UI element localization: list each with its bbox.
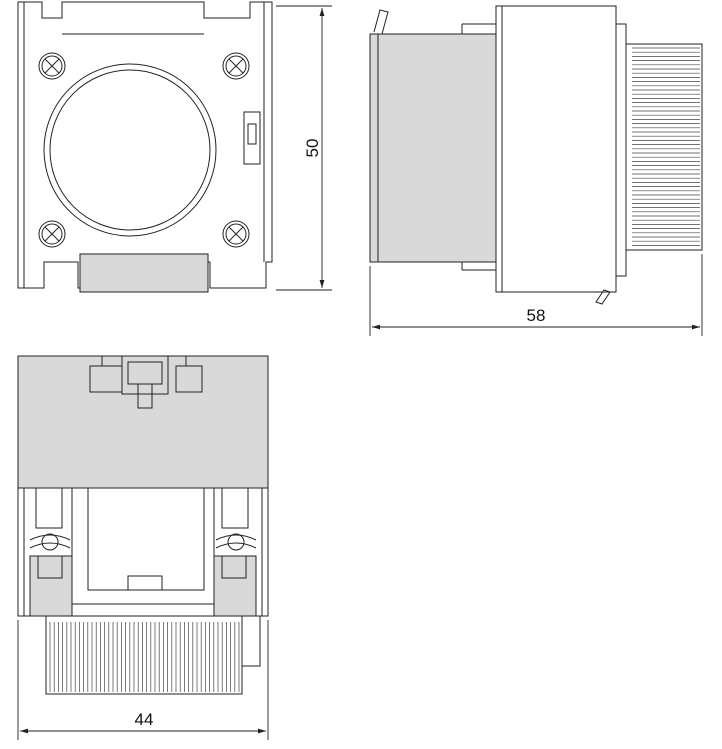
front-actuator-inner-ring: [49, 69, 211, 231]
front-side-clip: [243, 111, 261, 165]
screw-icon: [38, 220, 66, 248]
side-ribbed-actuator: [625, 43, 703, 251]
top-view: 44: [17, 355, 269, 740]
side-grey-body: [369, 33, 497, 263]
side-top-tab: [373, 9, 389, 35]
front-actuator-outer-ring: [43, 63, 217, 237]
front-view: 50: [17, 1, 332, 293]
screw-icon: [222, 52, 250, 80]
side-view: 58: [369, 5, 703, 336]
top-side-pin: [241, 615, 261, 667]
side-bottom-foot: [595, 289, 611, 305]
rib-hatch: [632, 47, 700, 246]
screw-icon: [222, 220, 250, 248]
height-dimension-label: 50: [303, 139, 322, 158]
depth-dimension-label: 58: [527, 306, 546, 325]
top-center-latch: [121, 355, 169, 395]
top-grey-block: [17, 355, 269, 489]
screw-icon: [38, 52, 66, 80]
rib-hatch: [49, 622, 240, 692]
width-dimension-label: 44: [135, 710, 154, 729]
top-notch-right: [175, 365, 203, 393]
side-housing: [495, 5, 617, 293]
front-plate-outline: [17, 1, 273, 289]
front-bottom-latch: [79, 253, 209, 293]
